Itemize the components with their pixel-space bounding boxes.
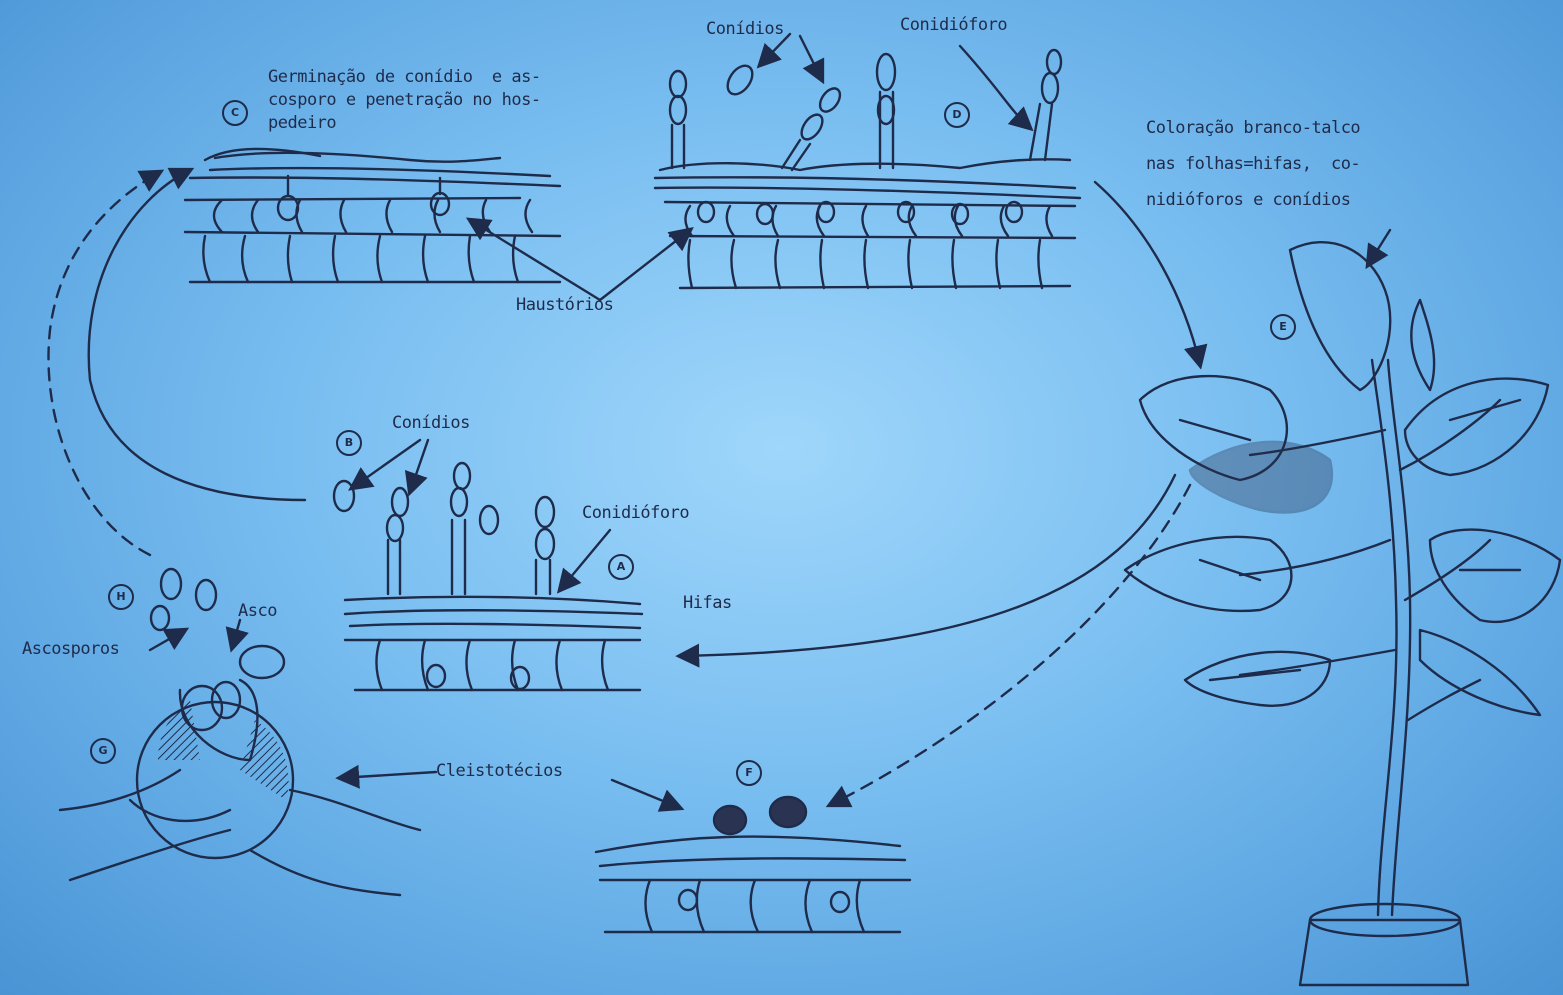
step-marker-f: F [736,760,762,786]
label-cleistotecios: Cleistotécios [436,760,563,783]
cleistothecium-large-g [60,646,420,895]
arrow-h-to-c-dashed [48,172,160,555]
label-conidios-top: Conídios [706,18,784,41]
step-marker-b: B [336,430,362,456]
label-conidioforo-mid: Conidióforo [582,502,689,525]
label-asco: Asco [238,600,277,623]
label-haustorios: Haustórios [516,294,613,317]
step-marker-e: E [1270,314,1296,340]
step-marker-c: C [222,100,248,126]
label-ascosporos: Ascosporos [22,638,119,661]
step-marker-a: A [608,554,634,580]
plant-illustration-e [1125,242,1560,985]
cleistothecia-tissue-f [596,837,910,932]
step-marker-h: H [108,584,134,610]
label-conidioforo-top: Conidióforo [900,14,1007,37]
label-conidios-mid: Conídios [392,412,470,435]
arrow-b-to-c [89,170,305,500]
step-marker-d: D [944,102,970,128]
label-hifas: Hifas [683,592,732,615]
conidiophore-tissue-d [655,50,1080,288]
label-germinacao: Germinação de conídio e as- cosporo e pe… [268,66,541,135]
step-marker-g: G [90,738,116,764]
germination-tissue-c [185,149,560,282]
label-coloracao: Coloração branco-talco nas folhas=hifas,… [1146,110,1360,218]
arrow-e-to-a [680,475,1175,656]
conidiophore-tissue-ab [334,463,642,690]
